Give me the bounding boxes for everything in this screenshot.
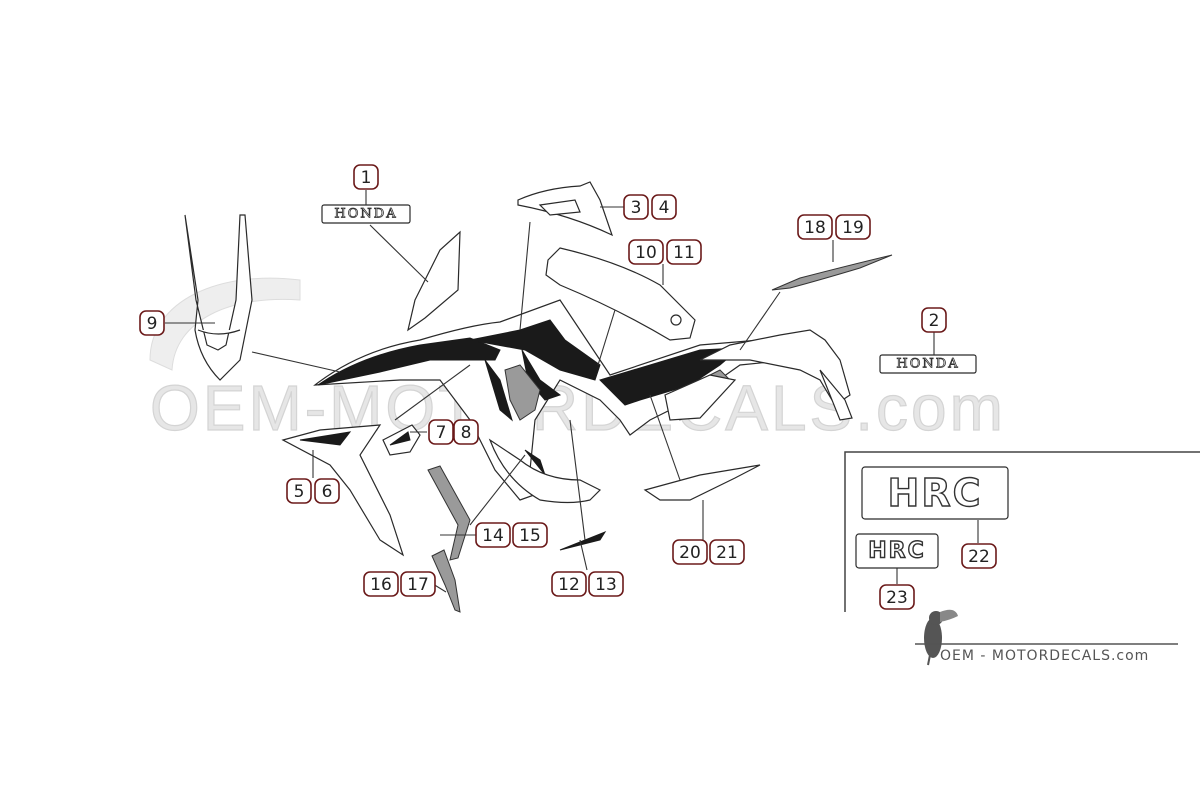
callout-11: 11 [666, 239, 702, 265]
callout-15: 15 [512, 522, 548, 548]
part-rear-strip [771, 254, 893, 291]
hrc-logo-text-22: HRC [888, 471, 983, 515]
callout-label: 17 [407, 575, 429, 595]
part-main-fairing [313, 299, 813, 504]
honda-logo-text-2: HONDA [896, 357, 959, 372]
callout-label: 22 [968, 547, 990, 567]
leader-lines [165, 190, 979, 593]
brand-text: OEM - MOTORDECALS.com [940, 648, 1149, 664]
honda-logo-text-1: HONDA [334, 207, 397, 222]
callout-8: 8 [453, 419, 479, 445]
part-front-cowl [407, 230, 461, 332]
part-small-triangle-decal [559, 530, 607, 551]
callout-3: 3 [623, 194, 649, 220]
callout-9: 9 [139, 310, 165, 336]
callout-2: 2 [921, 307, 947, 333]
callout-label: 20 [679, 543, 701, 563]
callout-label: 1 [361, 168, 372, 188]
part-lower-side-panel [281, 424, 405, 557]
callout-label: 9 [147, 314, 158, 334]
callout-4: 4 [651, 194, 677, 220]
callout-19: 19 [835, 214, 871, 240]
callout-17: 17 [400, 571, 436, 597]
callout-label: 7 [436, 423, 447, 443]
callout-label: 18 [804, 218, 826, 238]
callout-label: 21 [716, 543, 738, 563]
hrc-inset-panel: HRC HRC [844, 451, 1200, 612]
callout-label: 14 [482, 526, 504, 546]
part-fork-strip-16-17 [431, 549, 461, 613]
part-front-fender [184, 214, 253, 381]
callout-label: 11 [673, 243, 695, 263]
callout-label: 12 [558, 575, 580, 595]
callout-label: 5 [294, 482, 305, 502]
part-honda-logo-2: HONDA [879, 354, 977, 374]
callout-13: 13 [588, 571, 624, 597]
part-fork-strip-14-15 [427, 465, 471, 561]
callout-label: 2 [929, 311, 940, 331]
callout-1: 1 [353, 164, 379, 190]
callout-label: 13 [595, 575, 617, 595]
callout-label: 3 [631, 198, 642, 218]
callout-21: 21 [709, 539, 745, 565]
callout-7: 7 [428, 419, 454, 445]
callout-label: 4 [659, 198, 670, 218]
callout-12: 12 [551, 571, 587, 597]
callout-6: 6 [314, 478, 340, 504]
callout-label: 8 [461, 423, 472, 443]
callout-10: 10 [628, 239, 664, 265]
toucan-logo-icon [924, 609, 958, 666]
callout-label: 19 [842, 218, 864, 238]
part-tail-section [664, 329, 853, 421]
callout-16: 16 [363, 571, 399, 597]
part-honda-logo-1: HONDA [321, 204, 411, 224]
callout-label: 15 [519, 526, 541, 546]
callout-label: 16 [370, 575, 392, 595]
callout-23: 23 [879, 584, 915, 610]
part-tank-side [545, 247, 696, 341]
part-swingarm-decal [643, 464, 761, 501]
callout-5: 5 [286, 478, 312, 504]
callout-label: 6 [322, 482, 333, 502]
callout-20: 20 [672, 539, 708, 565]
callout-18: 18 [797, 214, 833, 240]
brand-footer: OEM - MOTORDECALS.com [915, 609, 1178, 666]
callout-14: 14 [475, 522, 511, 548]
callout-label: 23 [886, 588, 908, 608]
hrc-logo-text-23: HRC [868, 539, 926, 564]
watermark-wing-shape [149, 277, 301, 371]
callout-label: 10 [635, 243, 657, 263]
callout-22: 22 [961, 543, 997, 569]
